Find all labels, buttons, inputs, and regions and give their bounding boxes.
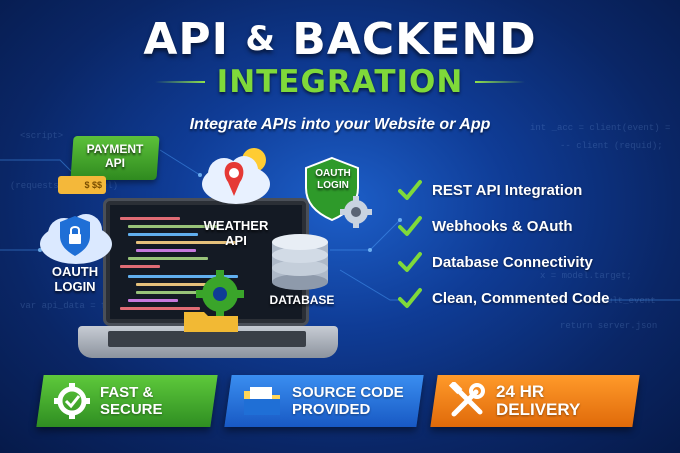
gear-shield-icon [54, 383, 90, 419]
subtitle-divider-left [154, 81, 205, 83]
banner-fast-secure: FAST & SECURE [36, 375, 218, 427]
tagline: Integrate APIs into your Website or App [189, 116, 491, 133]
payment-api-label: PAYMENT API [86, 142, 144, 170]
subtitle-row: INTEGRATION [0, 64, 680, 100]
check-icon [398, 252, 422, 272]
feature-item: REST API Integration [398, 172, 668, 208]
oauth-shield-cloud-icon [40, 214, 112, 264]
oauth-login-right-label: OAUTH LOGIN [315, 168, 351, 191]
feature-label: Database Connectivity [432, 253, 593, 271]
banner-label: SOURCE CODE PROVIDED [292, 384, 404, 418]
feature-item: Webhooks & OAuth [398, 208, 668, 244]
feature-item: Database Connectivity [398, 244, 668, 280]
feature-label: REST API Integration [432, 181, 583, 199]
check-icon [398, 216, 422, 236]
feature-label: Clean, Commented Code [432, 289, 610, 307]
banner-label: 24 HR DELIVERY [496, 382, 581, 419]
database-icon [272, 234, 328, 290]
oauth-shield-gear-icon [305, 156, 372, 228]
weather-api-label: WEATHER API [203, 218, 269, 248]
page-subtitle: INTEGRATION [216, 64, 464, 100]
folder-icon [244, 387, 280, 415]
oauth-login-left-label: OAUTH LOGIN [51, 264, 99, 294]
banner-24hr-delivery: 24 HR DELIVERY [430, 375, 640, 427]
gear-folder-icon [184, 270, 244, 332]
subtitle-divider-right [475, 81, 526, 83]
banner-label: FAST & SECURE [100, 384, 163, 418]
check-icon [398, 288, 422, 308]
wrench-hammer-icon [448, 382, 485, 417]
weather-cloud-icon [202, 148, 270, 204]
banner-source-code: SOURCE CODE PROVIDED [224, 375, 424, 427]
feature-item: Clean, Commented Code [398, 280, 668, 316]
database-label: DATABASE [269, 293, 335, 307]
check-icon [398, 180, 422, 200]
money-icon: $ $$ [58, 176, 106, 194]
laptop-keyboard [108, 331, 306, 347]
page-title: API & BACKEND [143, 14, 537, 65]
feature-label: Webhooks & OAuth [432, 217, 573, 235]
feature-list: REST API Integration Webhooks & OAuth Da… [398, 172, 668, 316]
